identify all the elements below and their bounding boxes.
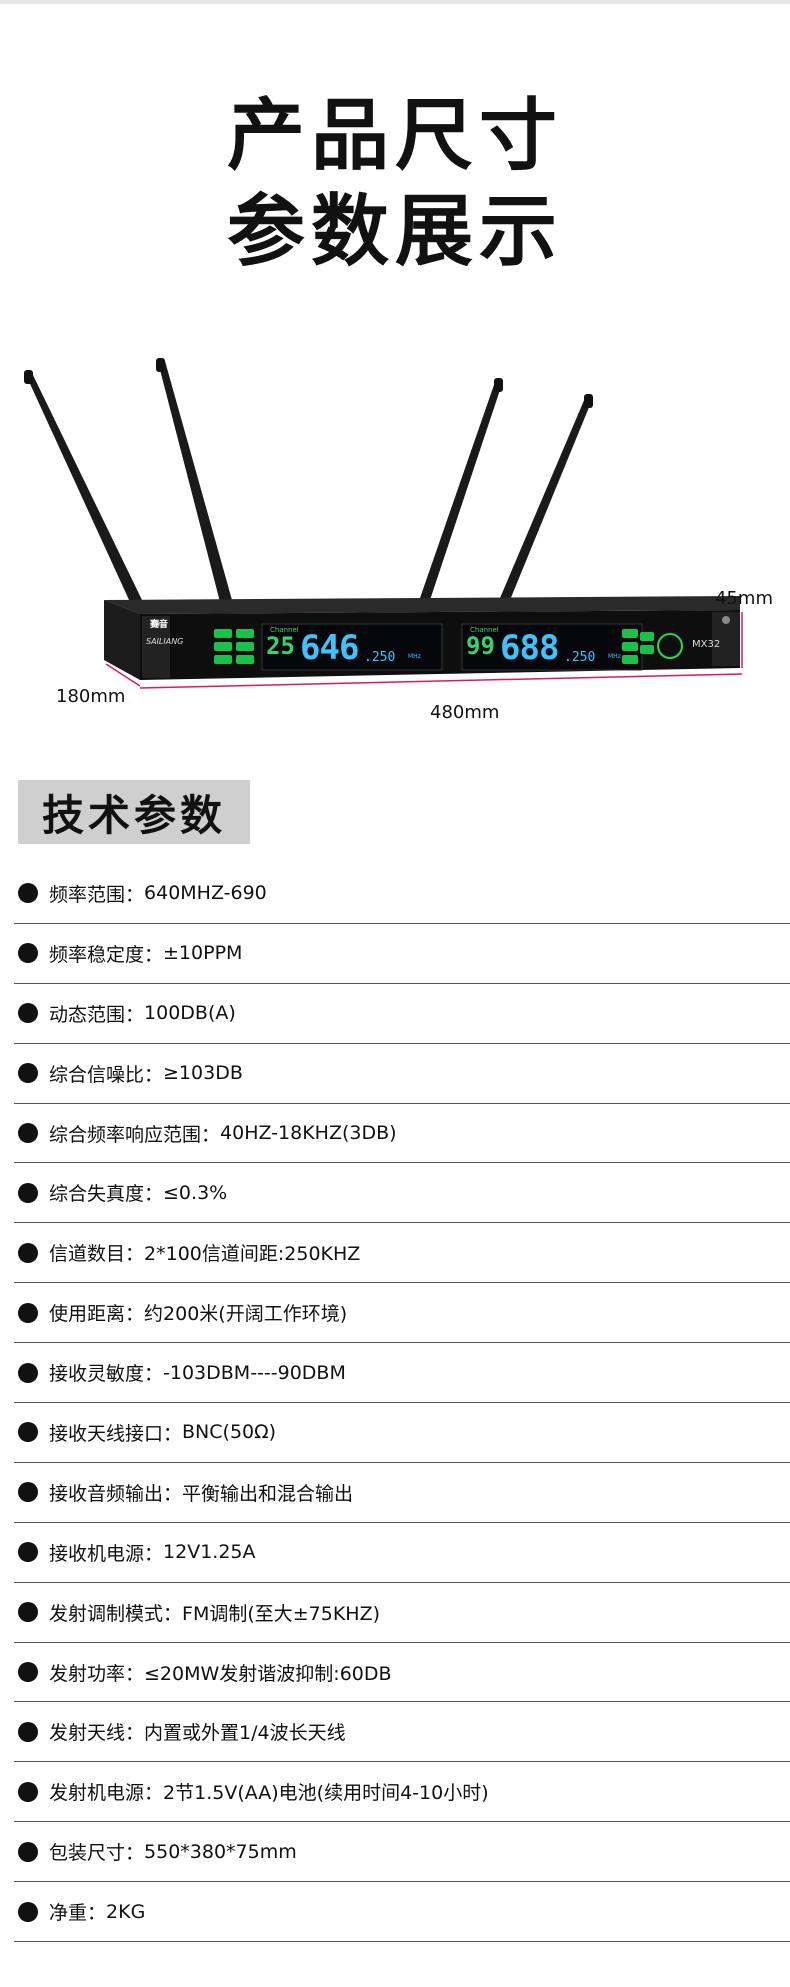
title-line-1: 产品尺寸 [226,91,563,181]
spec-value: 40HZ-18KHZ(3DB) [220,1122,397,1144]
spec-value: FM调制(至大±75KHZ) [182,1602,381,1625]
spec-row: 综合信噪比：≥103DB [14,1044,790,1104]
bullet-icon [18,1602,38,1623]
spec-row: 综合失真度：≤0.3% [14,1163,790,1224]
title-line-2: 参数展示 [226,187,563,277]
spec-value: 约200米(开阔工作环境) [144,1303,348,1326]
bullet-icon [18,1182,38,1203]
spec-row: 发射机电源：2节1.5V(AA)电池(续用时间4-10小时) [14,1762,790,1823]
spec-row: 发射功率：≤20MW发射谐波抑制:60DB [14,1643,790,1703]
bullet-icon [18,1123,38,1143]
spec-value: 2节1.5V(AA)电池(续用时间4-10小时) [163,1782,489,1805]
bullet-icon [18,1003,38,1024]
bullet-icon [18,1781,38,1802]
bullet-icon [18,1482,38,1503]
spec-row: 频率范围：640MHZ-690 [14,864,790,924]
spec-row: 接收天线接口：BNC(50Ω) [14,1403,790,1463]
spec-label: 接收天线接口： [49,1422,183,1445]
spec-label: 包装尺寸： [49,1842,145,1865]
spec-value: 平衡输出和混合输出 [182,1482,354,1505]
spec-row: 发射调制模式：FM调制(至大±75KHZ) [14,1583,790,1643]
bullet-icon [18,943,38,964]
spec-label: 发射机电源： [49,1782,164,1805]
right-frequency-main: 688 [500,628,559,668]
spec-label: 接收机电源： [49,1542,164,1565]
spec-value: BNC(50Ω) [182,1421,277,1444]
spec-value: 2KG [106,1900,146,1923]
spec-row: 频率稳定度：±10PPM [14,924,790,984]
spec-row: 发射天线：内置或外置1/4波长天线 [14,1702,790,1763]
spec-label: 净重： [49,1902,107,1925]
spec-row: 综合频率响应范围：40HZ-18KHZ(3DB) [14,1104,790,1164]
left-channel-label: Channel [270,626,299,634]
spec-row: 信道数目：2*100信道间距:250KHZ [14,1223,790,1284]
dimension-width: 480mm [430,702,500,723]
section-title: 技术参数 [18,780,250,844]
spec-label: 频率范围： [49,883,145,906]
spec-value: 550*380*75mm [144,1840,297,1863]
spec-value: ≥103DB [163,1062,243,1085]
top-border [0,0,790,4]
spec-label: 信道数目： [49,1243,145,1266]
spec-row: 接收灵敏度：-103DBM----90DBM [14,1343,790,1404]
bullet-icon [18,1422,38,1443]
bullet-icon [18,1841,38,1862]
right-frequency-sub: .250 [564,650,596,665]
spec-value: 12V1.25A [163,1541,256,1564]
spec-value: ±10PPM [163,942,243,965]
spec-value: 2*100信道间距:250KHZ [144,1243,361,1266]
device-brand: 赛音 [150,620,169,630]
right-channel-label: Channel [470,626,499,634]
spec-label: 综合信噪比： [49,1063,164,1086]
antenna-icon [24,358,593,602]
spec-row: 包装尺寸：550*380*75mm [14,1822,790,1883]
spec-value: 100DB(A) [144,1002,236,1025]
dimension-depth: 180mm [56,686,126,707]
bullet-icon [18,1362,38,1383]
spec-label: 频率稳定度： [49,943,164,966]
spec-row: 接收音频输出：平衡输出和混合输出 [14,1463,790,1523]
spec-label: 发射功率： [49,1662,145,1685]
spec-row: 净重：2KG [14,1882,790,1943]
left-channel-number: 25 [266,632,295,660]
spec-row: 动态范围：100DB(A) [14,984,790,1044]
right-frequency-unit: MHz [608,653,621,660]
left-frequency-sub: .250 [364,650,396,665]
bullet-icon [18,1242,38,1263]
left-frequency-main: 646 [300,628,359,668]
spec-label: 使用距离： [49,1303,145,1326]
page-title: 产品尺寸 参数展示 [0,88,790,280]
spec-value: 内置或外置1/4波长天线 [144,1722,346,1745]
right-channel-number: 99 [466,632,495,660]
product-illustration: 赛音 SAILIANG MX32 Channel 25 646 .250 MHz… [0,350,790,730]
spec-label: 综合频率响应范围： [49,1123,221,1146]
receiver-image [24,358,743,689]
bullet-icon [18,883,38,904]
bullet-icon [18,1063,38,1084]
bullet-icon [18,1721,38,1742]
bullet-icon [18,1542,38,1563]
dimension-height: 45mm [715,588,773,609]
spec-label: 动态范围： [49,1003,145,1026]
spec-row: 使用距离：约200米(开阔工作环境) [14,1283,790,1344]
device-model: MX32 [692,639,721,650]
spec-value: ≤20MW发射谐波抑制:60DB [144,1662,392,1685]
bullet-icon [18,1662,38,1683]
left-frequency-unit: MHz [408,653,421,660]
spec-label: 接收灵敏度： [49,1363,164,1386]
spec-label: 发射天线： [49,1722,145,1745]
spec-value: ≤0.3% [163,1181,228,1204]
spec-row: 接收机电源：12V1.25A [14,1523,790,1583]
spec-label: 接收音频输出： [49,1482,183,1505]
bullet-icon [18,1901,38,1922]
spec-label: 发射调制模式： [49,1602,183,1625]
bullet-icon [18,1302,38,1323]
spec-label: 综合失真度： [49,1183,164,1206]
device-brand-en: SAILIANG [146,637,184,646]
spec-value: -103DBM----90DBM [163,1361,346,1384]
spec-value: 640MHZ-690 [144,882,267,905]
